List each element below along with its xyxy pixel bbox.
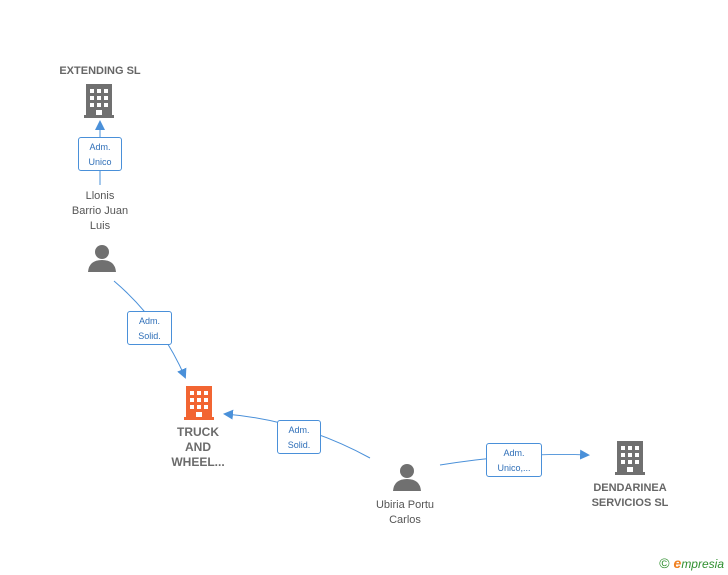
edge-label-llonis-extending: Adm. Unico (78, 137, 122, 171)
company-label-dendarinea[interactable]: DENDARINEA SERVICIOS SL (591, 482, 669, 509)
company-label-truck[interactable]: TRUCK AND WHEEL... (171, 425, 225, 469)
copyright-icon: © (659, 555, 670, 571)
person-label-ubiria[interactable]: Ubiria Portu Carlos (375, 499, 435, 526)
company-label-extending[interactable]: EXTENDING SL (59, 65, 141, 77)
person-icon-llonis[interactable] (88, 245, 116, 272)
edge-label-ubiria-dendarinea: Adm. Unico,... (486, 443, 542, 477)
person-label-llonis[interactable]: Llonis Barrio Juan Luis (71, 190, 129, 232)
person-icon-ubiria[interactable] (393, 464, 421, 491)
building-icon-extending[interactable] (84, 84, 114, 118)
brand-wordmark: empresia (673, 555, 724, 571)
edge-label-llonis-truck: Adm. Solid. (127, 311, 172, 345)
building-icon-truck[interactable] (184, 386, 214, 420)
edge-label-ubiria-truck: Adm. Solid. (277, 420, 321, 454)
brand-logo: © empresia (659, 555, 724, 571)
building-icon-dendarinea[interactable] (615, 441, 645, 475)
